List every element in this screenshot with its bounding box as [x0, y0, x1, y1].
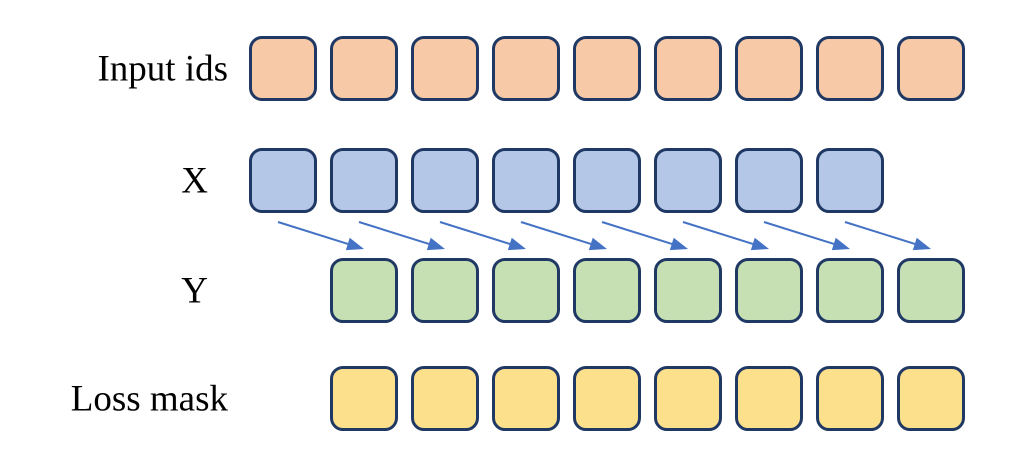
shift-arrow-5	[682, 221, 769, 251]
cell-loss-mask-4	[654, 366, 722, 431]
cell-input-ids-3	[492, 36, 560, 101]
cell-x-1	[330, 148, 398, 213]
cell-input-ids-5	[654, 36, 722, 101]
cell-loss-mask-1	[411, 366, 479, 431]
cell-loss-mask-6	[816, 366, 884, 431]
shift-arrow-3	[520, 221, 607, 251]
row-label-input-ids: Input ids	[97, 48, 228, 90]
row-label-y: Y	[181, 270, 208, 312]
shift-arrow-6	[763, 221, 850, 251]
cell-input-ids-2	[411, 36, 479, 101]
cell-y-7	[897, 258, 965, 323]
cell-x-4	[573, 148, 641, 213]
cell-input-ids-0	[249, 36, 317, 101]
cell-x-3	[492, 148, 560, 213]
cell-loss-mask-7	[897, 366, 965, 431]
cell-x-7	[816, 148, 884, 213]
shift-arrow-4	[601, 221, 688, 251]
row-label-loss-mask: Loss mask	[70, 378, 228, 420]
cell-loss-mask-3	[573, 366, 641, 431]
cell-y-3	[573, 258, 641, 323]
shift-arrow-7	[844, 221, 931, 251]
cell-input-ids-6	[735, 36, 803, 101]
cell-y-4	[654, 258, 722, 323]
cell-x-0	[249, 148, 317, 213]
cell-input-ids-7	[816, 36, 884, 101]
cell-x-2	[411, 148, 479, 213]
row-label-x: X	[181, 160, 208, 202]
cell-loss-mask-0	[330, 366, 398, 431]
shift-arrow-0	[277, 221, 364, 251]
cell-x-6	[735, 148, 803, 213]
cell-loss-mask-2	[492, 366, 560, 431]
cell-x-5	[654, 148, 722, 213]
cell-y-5	[735, 258, 803, 323]
shift-arrow-1	[358, 221, 445, 251]
cell-input-ids-8	[897, 36, 965, 101]
cell-input-ids-1	[330, 36, 398, 101]
cell-y-0	[330, 258, 398, 323]
cell-y-2	[492, 258, 560, 323]
cell-loss-mask-5	[735, 366, 803, 431]
shift-arrow-2	[439, 221, 526, 251]
cell-y-1	[411, 258, 479, 323]
cell-y-6	[816, 258, 884, 323]
cell-input-ids-4	[573, 36, 641, 101]
